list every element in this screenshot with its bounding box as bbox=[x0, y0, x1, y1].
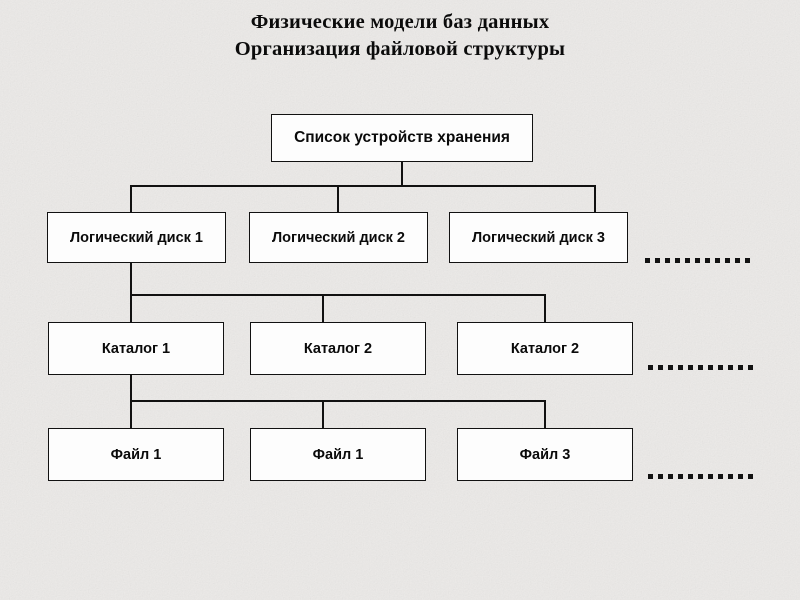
dot bbox=[738, 474, 743, 479]
node-storage-device-list[interactable]: Список устройств хранения bbox=[271, 114, 533, 162]
node-logical-disk-2[interactable]: Логический диск 2 bbox=[249, 212, 428, 263]
dot bbox=[675, 258, 680, 263]
connector-root-stem bbox=[401, 162, 403, 186]
connector-bus-level3 bbox=[130, 400, 546, 402]
dot bbox=[668, 474, 673, 479]
node-label: Каталог 2 bbox=[510, 340, 580, 357]
dot bbox=[748, 365, 753, 370]
title-line-1: Физические модели баз данных bbox=[250, 11, 550, 33]
connector-bus-level2 bbox=[130, 294, 546, 296]
connector-drop-file2 bbox=[322, 400, 324, 429]
dot bbox=[725, 258, 730, 263]
connector-drop-disk3 bbox=[594, 185, 596, 213]
connector-drop-catalog1 bbox=[130, 294, 132, 323]
dot bbox=[705, 258, 710, 263]
node-label: Логический диск 3 bbox=[472, 229, 605, 246]
continuation-dots-catalogs bbox=[648, 365, 753, 370]
node-label: Файл 1 bbox=[110, 446, 162, 463]
connector-drop-disk2 bbox=[337, 185, 339, 213]
node-label: Файл 3 bbox=[519, 446, 571, 463]
node-label: Логический диск 1 bbox=[70, 229, 203, 246]
node-label: Каталог 2 bbox=[303, 340, 373, 357]
dot bbox=[645, 258, 650, 263]
dot bbox=[718, 365, 723, 370]
dot bbox=[728, 474, 733, 479]
dot bbox=[685, 258, 690, 263]
continuation-dots-files bbox=[648, 474, 753, 479]
connector-drop-disk1 bbox=[130, 185, 132, 213]
connector-stem-disk1-down bbox=[130, 263, 132, 296]
dot bbox=[745, 258, 750, 263]
dot bbox=[695, 258, 700, 263]
dot bbox=[678, 474, 683, 479]
continuation-dots-logical-disks bbox=[645, 258, 750, 263]
dot bbox=[658, 474, 663, 479]
title-line-2: Организация файловой структуры bbox=[234, 37, 566, 60]
dot bbox=[748, 474, 753, 479]
dot bbox=[688, 365, 693, 370]
dot bbox=[728, 365, 733, 370]
dot bbox=[668, 365, 673, 370]
node-file-2[interactable]: Файл 1 bbox=[250, 428, 426, 481]
slide-title: Физические модели баз данных Организация… bbox=[0, 9, 800, 62]
dot bbox=[718, 474, 723, 479]
node-logical-disk-3[interactable]: Логический диск 3 bbox=[449, 212, 628, 263]
node-label: Файл 1 bbox=[312, 446, 364, 463]
dot bbox=[648, 365, 653, 370]
dot bbox=[665, 258, 670, 263]
connector-drop-file1 bbox=[130, 400, 132, 429]
connector-drop-file3 bbox=[544, 400, 546, 429]
node-file-3[interactable]: Файл 3 bbox=[457, 428, 633, 481]
node-catalog-1[interactable]: Каталог 1 bbox=[48, 322, 224, 375]
connector-bus-level1 bbox=[130, 185, 596, 187]
node-label: Список устройств хранения bbox=[294, 129, 510, 146]
dot bbox=[655, 258, 660, 263]
connector-drop-catalog2 bbox=[322, 294, 324, 323]
connector-stem-catalog1-down bbox=[130, 375, 132, 402]
connector-drop-catalog3 bbox=[544, 294, 546, 323]
dot bbox=[715, 258, 720, 263]
node-label: Каталог 1 bbox=[101, 340, 171, 357]
node-catalog-2[interactable]: Каталог 2 bbox=[250, 322, 426, 375]
dot bbox=[698, 474, 703, 479]
dot bbox=[698, 365, 703, 370]
node-catalog-3[interactable]: Каталог 2 bbox=[457, 322, 633, 375]
dot bbox=[658, 365, 663, 370]
node-file-1[interactable]: Файл 1 bbox=[48, 428, 224, 481]
dot bbox=[708, 474, 713, 479]
dot bbox=[678, 365, 683, 370]
dot bbox=[708, 365, 713, 370]
dot bbox=[738, 365, 743, 370]
dot bbox=[688, 474, 693, 479]
dot bbox=[735, 258, 740, 263]
node-label: Логический диск 2 bbox=[272, 229, 405, 246]
node-logical-disk-1[interactable]: Логический диск 1 bbox=[47, 212, 226, 263]
dot bbox=[648, 474, 653, 479]
